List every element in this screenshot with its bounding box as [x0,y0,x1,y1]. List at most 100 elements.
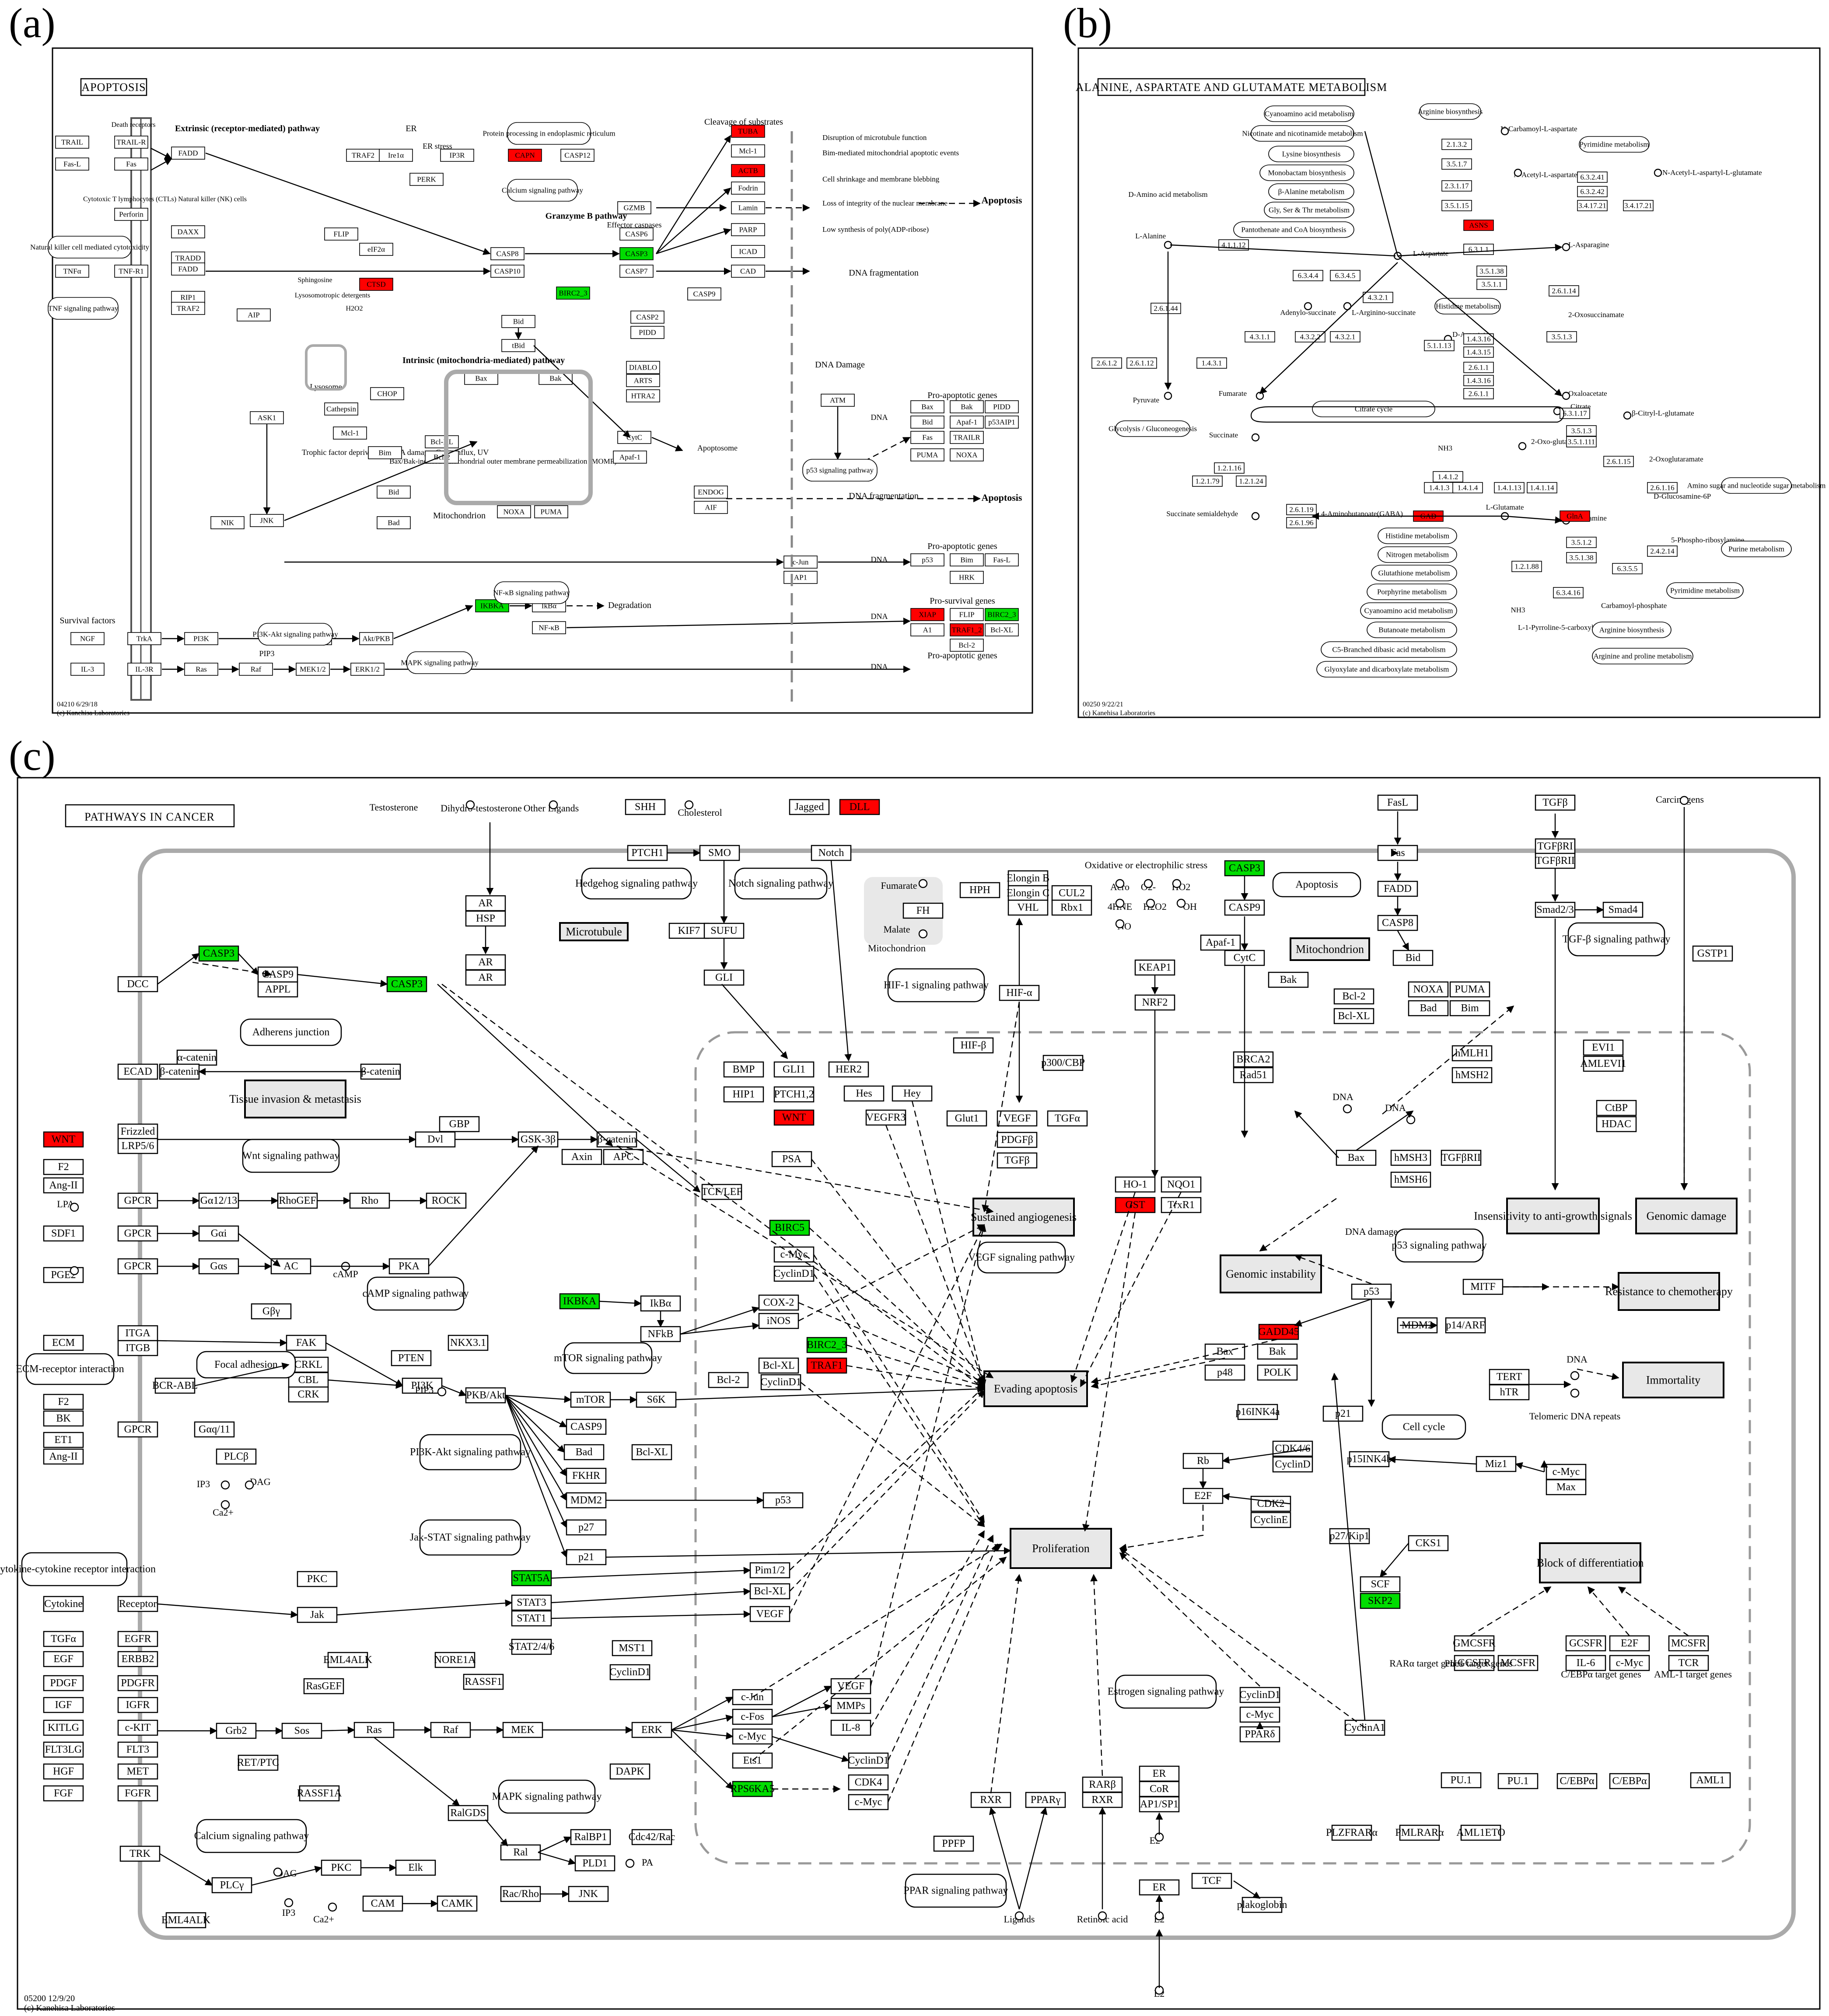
node-label: CyclinD1 [848,1755,888,1766]
gene-bim2: Bim [950,553,984,566]
pathway-link-arg_pro[interactable]: Arginine and proline metabolism [1592,648,1693,664]
pathway-link-wnt[interactable]: Wnt signaling pathway [242,1139,340,1173]
pathway-link-hedgehog[interactable]: Hedgehog signaling pathway [575,867,698,900]
pathway-link-cellcycle[interactable]: Cell cycle [1381,1414,1466,1440]
pathway-link-citrate_cycle[interactable]: Citrate cycle [1312,401,1435,417]
pathway-link-cyano2[interactable]: Cyanoamino acid metabolism [1360,602,1457,619]
gene-shh: SHH [625,799,666,815]
gene-ap1: AP1 [783,571,818,584]
pathway-link-adherens[interactable]: Adherens junction [240,1018,342,1046]
pathway-link-c5branched[interactable]: C5-Branched dibasic acid metabolism [1321,641,1457,658]
pathway-link-panto[interactable]: Pantothenate and CoA biosynthesis [1233,221,1354,238]
pathway-link-purine[interactable]: Purine metabolism [1721,541,1792,557]
node-label: PKB/Akt [466,1390,505,1401]
enzyme-e51113: 5.1.1.13 [1424,340,1455,351]
compound-node [1623,411,1632,420]
pathway-link-camp[interactable]: cAMP signaling pathway [362,1276,469,1311]
pathway-link-monobactam[interactable]: Monobactam biosynthesis [1259,164,1354,181]
gene-vegf: VEGF [997,1110,1038,1127]
gene-fasl: FasL [1377,794,1418,811]
pathway-link-tnf[interactable]: TNF signaling pathway [48,297,119,320]
gene-ikba: IkBα [640,1295,681,1312]
node-label: STAT5A [513,1572,550,1584]
pathway-link-glutathione[interactable]: Glutathione metabolism [1371,565,1457,581]
node-label: Bcl-2 [717,1374,740,1386]
gene-rhogef: RhoGEF [277,1192,318,1209]
pathway-link-balanine[interactable]: β-Alanine metabolism [1268,183,1354,200]
node-label: C/EBPα [1560,1775,1595,1787]
node-label: BIRC2_3 [807,1339,847,1351]
node-label: PI3K-Akt signaling pathway [252,630,338,639]
pathway-link-ecm[interactable]: ECM-receptor interaction [16,1353,124,1385]
pathway-link-apoptosis[interactable]: Apoptosis [1272,872,1361,898]
pathway-link-lysine[interactable]: Lysine biosynthesis [1268,146,1354,162]
pathway-link-nicotin[interactable]: Nicotinate and nicotinamide metabolism [1242,125,1363,142]
pathway-link-notch[interactable]: Notch signaling pathway [728,867,833,900]
nucleus-outline [694,1031,1751,1865]
node-label: TNF signaling pathway [48,304,119,313]
node-label: Gβγ [262,1306,280,1317]
pathway-link-pyrimidine[interactable]: Pyrimidine metabolism [1579,136,1650,153]
gene-cbl: CBL [288,1372,329,1388]
pathway-link-amino_sugar[interactable]: Amino sugar and nucleotide sugar metabol… [1687,477,1826,494]
pathway-link-nk_cyto[interactable]: Natural killer cell mediated cytotoxicit… [30,236,149,259]
node-label: PARP [739,226,757,234]
pathway-link-tgfb[interactable]: TGF-β signaling pathway [1563,922,1671,957]
pathway-link-pyrimidine2[interactable]: Pyrimidine metabolism [1666,582,1744,599]
compound-node [1251,433,1260,442]
pathway-link-protein_proc[interactable]: Protein processing in endoplasmic reticu… [483,122,615,145]
node-label: FLT3 [126,1744,149,1755]
node-label: Wnt signaling pathway [242,1150,340,1162]
pathway-link-porphyrin[interactable]: Porphyrine metabolism [1367,583,1457,600]
pathway-link-cytokine[interactable]: Cytokine-cytokine receptor interaction [0,1552,156,1586]
node-label: DCC [127,978,148,990]
gene-bcl2: Bcl-2 [1333,988,1374,1005]
pathway-link-mapk[interactable]: MAPK signaling pathway [401,651,479,674]
pathway-link-nitrogen[interactable]: Nitrogen metabolism [1378,546,1457,563]
pathway-link-ppar[interactable]: PPAR signaling pathway [903,1873,1008,1908]
node-label: TCF [1202,1875,1221,1887]
node-label: MET [127,1766,149,1777]
pathway-link-mtor[interactable]: mTOR signaling pathway [554,1342,662,1374]
node-label: NGF [80,635,95,643]
pathway-link-focal[interactable]: Focal adhesion [196,1351,296,1379]
gene-traf1: TRAF1 [806,1357,847,1374]
pathway-link-butanoate[interactable]: Butanoate metabolism [1367,622,1457,638]
compound-node [1172,879,1182,888]
pathway-link-estrogen[interactable]: Estrogen signaling pathway [1108,1674,1224,1709]
node-label: S6K [647,1394,666,1405]
pathway-link-arg_bio2[interactable]: Arginine biosynthesis [1592,622,1672,638]
pathway-link-p53sig[interactable]: p53 signaling pathway [802,459,878,482]
node-label: Elk [408,1862,423,1873]
node-label: HRK [959,573,975,582]
gene-raf: Raf [239,663,273,676]
pathway-link-pi3kakt[interactable]: PI3K-Akt signaling pathway [252,623,338,646]
pathway-link-gly[interactable]: Gly, Ser & Thr metabolism [1264,202,1354,218]
pathway-link-pi3k[interactable]: PI3K-Akt signaling pathway [410,1434,531,1471]
pathway-link-glyoxylate[interactable]: Glyoxylate and dicarboxylate metabolism [1316,661,1457,678]
pathway-link-cyano[interactable]: Cyanoamino acid metabolism [1264,105,1354,122]
node-label: Proliferation [1032,1542,1089,1555]
node-label: cAMP signaling pathway [362,1288,469,1300]
pathway-link-hif1[interactable]: HIF-1 signaling pathway [884,968,989,1003]
node-label: c-Myc [855,1796,882,1808]
gene-hif_a: HIF-α [999,985,1040,1001]
pathway-link-jakstat[interactable]: Jak-STAT signaling pathway [410,1519,531,1556]
pathway-link-vegf[interactable]: VEGF signaling pathway [968,1241,1075,1274]
enzyme-e12124: 1.2.1.24 [1236,475,1266,487]
node-label: CytC [626,433,642,442]
pathway-link-histidine2[interactable]: Histidine metabolism [1378,528,1457,544]
compound-node [220,1480,230,1490]
edge [671,1729,734,1790]
pathway-link-p53[interactable]: p53 signaling pathway [1392,1228,1487,1263]
pathway-link-glycolysis[interactable]: Glycolysis / Gluconeogenesis [1109,420,1197,437]
gene-pka: PKA [388,1258,430,1275]
pathway-link-histidine[interactable]: Histidine metabolism [1434,298,1501,314]
gene-bclxlc: Bcl-XL [631,1444,672,1460]
pathway-link-arg_bio[interactable]: Arginine biosynthesis [1418,103,1483,120]
pathway-link-mapk[interactable]: MAPK signaling pathway [492,1779,602,1814]
pathway-link-nfkb[interactable]: NF-κB signaling pathway [493,581,570,604]
pathway-link-calcium[interactable]: Calcium signaling pathway [194,1819,309,1853]
pathway-link-calcium[interactable]: Calcium signaling pathway [502,179,584,202]
enzyme-e3517: 3.5.1.7 [1441,158,1472,170]
